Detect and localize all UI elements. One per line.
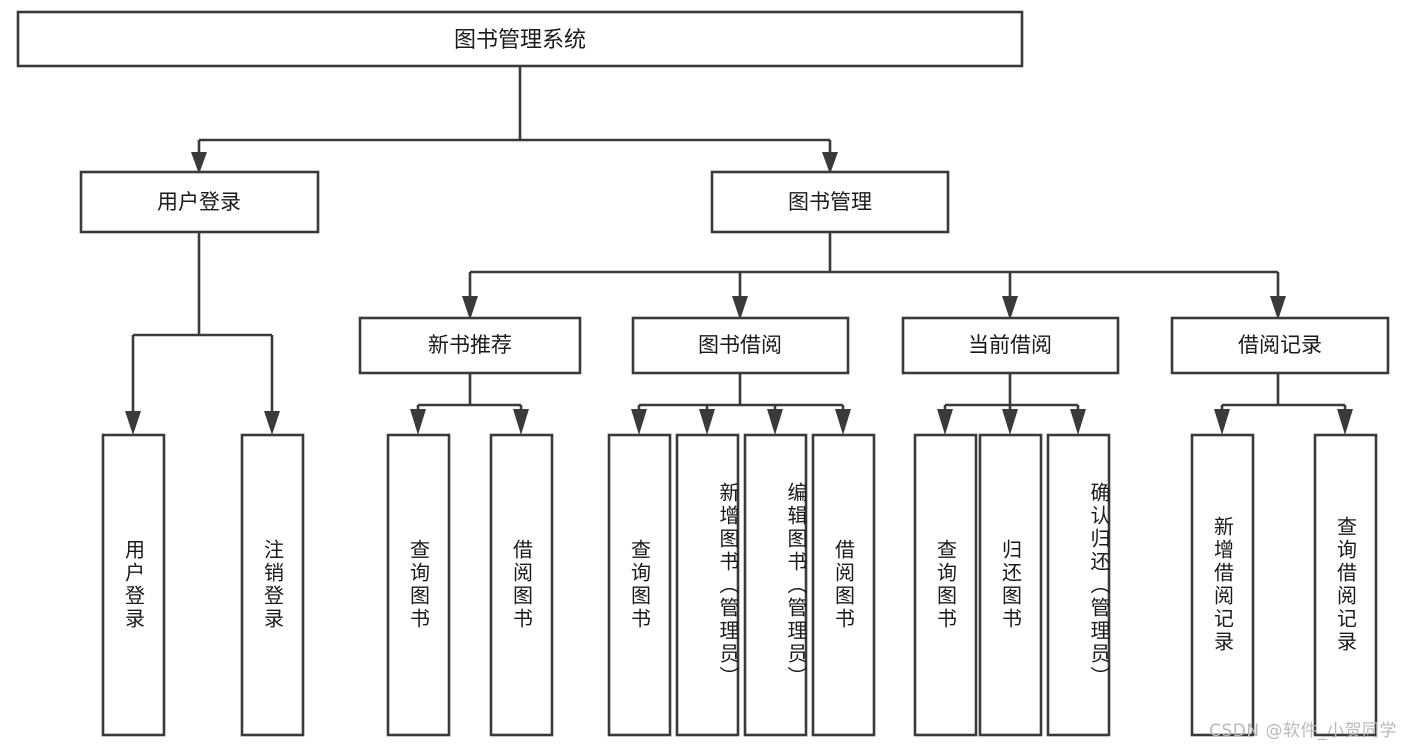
node-root-book-management-system[interactable]: 图书管理系统 [16, 10, 1024, 68]
book-management-node-label: 图书管理 [788, 190, 872, 214]
leaf-box-current-borrow-1[interactable] [913, 433, 978, 737]
node-borrow-record[interactable]: 借阅记录 [1170, 316, 1390, 375]
borrow-record-node-label: 借阅记录 [1238, 333, 1322, 357]
arrow-borrow-leaf-2 [699, 409, 715, 435]
book-management-node-box[interactable] [710, 170, 950, 234]
leaf-box-book-borrow-4[interactable] [811, 433, 876, 737]
current-borrow-node-label: 当前借阅 [968, 333, 1052, 357]
leaf-box-book-borrow-2[interactable] [675, 433, 740, 737]
arrow-book-mgmt-to-current [1002, 296, 1018, 320]
leaf-box-book-borrow-1[interactable] [607, 433, 672, 737]
arrow-new-book-leaf-2 [513, 409, 529, 435]
arrow-new-book-leaf-1 [410, 409, 426, 435]
arrow-root-to-user-login [191, 152, 207, 174]
root-node-box[interactable] [16, 10, 1024, 68]
book-borrow-node-box[interactable] [631, 316, 850, 375]
leaf-box-user-login-2[interactable] [240, 433, 305, 737]
csdn-watermark: CSDN @软件_小贺同学 [1209, 721, 1397, 741]
leaf-box-new-book-1[interactable] [386, 433, 451, 737]
root-node-label: 图书管理系统 [454, 28, 586, 53]
current-borrow-node-box[interactable] [901, 316, 1120, 375]
arrow-book-mgmt-to-borrow [732, 296, 748, 320]
arrow-current-leaf-2 [1002, 409, 1018, 435]
arrow-record-leaf-2 [1337, 409, 1353, 435]
arrow-current-leaf-3 [1070, 409, 1086, 435]
leaf-box-new-book-2[interactable] [489, 433, 554, 737]
arrow-record-leaf-1 [1214, 409, 1230, 435]
new-book-recommend-node-label: 新书推荐 [428, 333, 512, 357]
borrow-record-node-box[interactable] [1170, 316, 1390, 375]
arrow-user-login-leaf-1 [125, 411, 141, 435]
connectors-layer [125, 66, 1353, 435]
leaf-box-user-login-1[interactable] [101, 433, 166, 737]
leaf-box-borrow-record-2[interactable] [1313, 433, 1378, 737]
user-login-node-box[interactable] [79, 170, 320, 234]
arrow-user-login-leaf-2 [264, 411, 280, 435]
user-login-node-label: 用户登录 [157, 190, 241, 214]
arrow-borrow-leaf-1 [631, 409, 647, 435]
arrow-borrow-leaf-3 [767, 409, 783, 435]
node-current-borrow[interactable]: 当前借阅 [901, 316, 1120, 375]
leaf-box-borrow-record-1[interactable] [1190, 433, 1255, 737]
leaf-box-book-borrow-3[interactable] [743, 433, 808, 737]
arrow-book-mgmt-to-new-book [462, 296, 478, 320]
arrow-borrow-leaf-4 [835, 409, 851, 435]
new-book-recommend-node-box[interactable] [358, 316, 582, 375]
arrow-root-to-book-mgmt [822, 152, 838, 174]
node-new-book-recommend[interactable]: 新书推荐 [358, 316, 582, 375]
book-borrow-node-label: 图书借阅 [698, 333, 782, 357]
arrow-current-leaf-1 [937, 409, 953, 435]
leaf-box-current-borrow-2[interactable] [978, 433, 1043, 737]
arrow-book-mgmt-to-record [1270, 296, 1286, 320]
node-user-login[interactable]: 用户登录 [79, 170, 320, 234]
leaf-box-current-borrow-3[interactable] [1046, 433, 1111, 737]
node-book-management[interactable]: 图书管理 [710, 170, 950, 234]
node-book-borrow[interactable]: 图书借阅 [631, 316, 850, 375]
